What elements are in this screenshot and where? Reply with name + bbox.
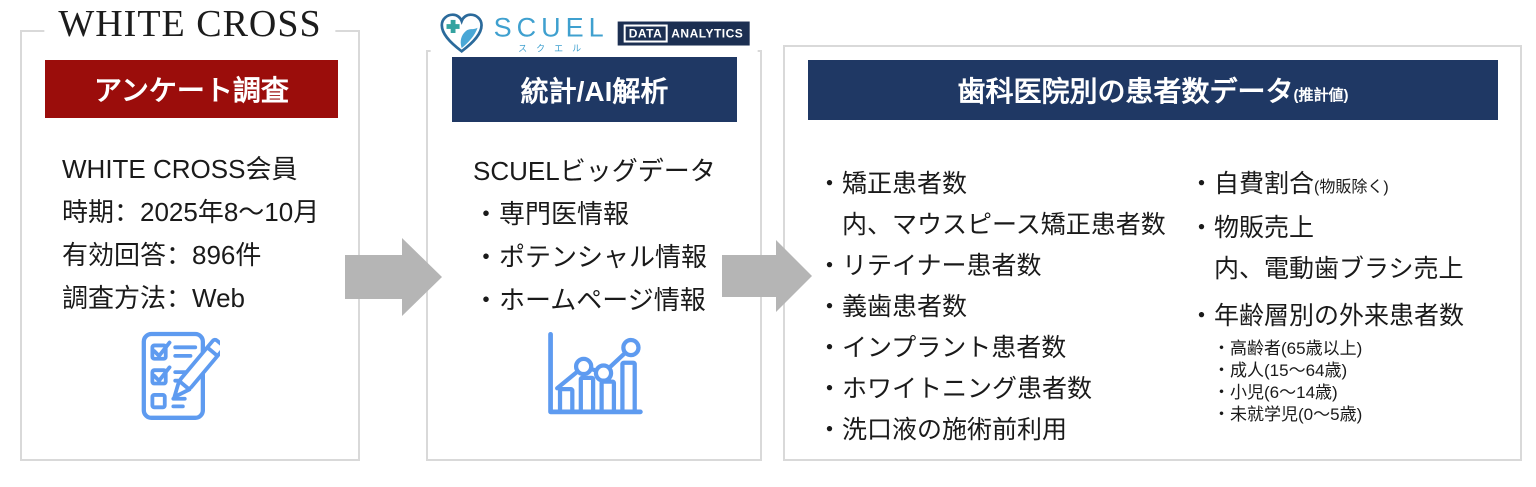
- age-group-item: ・高齢者(65歳以上): [1213, 339, 1363, 358]
- survey-detail-line: 調査方法：Web: [62, 283, 245, 313]
- patient-data-right-column: ・自費割合(物販除く) ・物販売上 内、電動歯ブラシ売上 ・年齢層別の外来患者数…: [1189, 164, 1464, 426]
- age-group-item: ・成人(15～64歳): [1213, 361, 1348, 380]
- survey-detail-line: WHITE CROSS会員: [62, 154, 298, 184]
- scuel-data-line: SCUELビッグデータ: [473, 156, 716, 186]
- survey-detail-line: 有効回答：896件: [62, 240, 262, 270]
- survey-details: WHITE CROSS会員 時期：2025年8～10月 有効回答：896件 調査…: [62, 148, 319, 320]
- survey-banner: アンケート調査: [45, 60, 338, 118]
- scuel-data-list: SCUELビッグデータ ・専門医情報 ・ポテンシャル情報 ・ホームページ情報: [473, 150, 716, 322]
- scuel-kana-text: スクエル: [518, 43, 591, 54]
- scuel-data-line: ・専門医情報: [473, 199, 630, 229]
- bar-line-chart-icon: [548, 331, 643, 415]
- patient-data-item: ・自費割合(物販除く): [1189, 164, 1464, 208]
- panel-patient-data: 歯科医院別の患者数データ (推計値) ・矯正患者数 内、マウスピース矯正患者数 …: [783, 45, 1522, 461]
- panel-title-white-cross: WHITE CROSS: [44, 2, 336, 46]
- panel-scuel: SCUEL スクエル DATA ANALYTICS 統計/AI解析 SCUELビ…: [426, 12, 762, 461]
- patient-data-item: ・洗口液の施術前利用: [817, 416, 1068, 444]
- data-analytics-badge: DATA ANALYTICS: [617, 21, 750, 46]
- scuel-heart-icon: [440, 13, 483, 53]
- patient-data-item: 内、電動歯ブラシ売上: [1189, 255, 1464, 283]
- scuel-logo: SCUEL スクエル DATA ANALYTICS: [430, 12, 758, 55]
- survey-checklist-icon: [141, 331, 220, 420]
- survey-detail-line: 時期：2025年8～10月: [62, 197, 320, 227]
- flow-arrow-1: [345, 238, 442, 316]
- patient-data-left-column: ・矯正患者数 内、マウスピース矯正患者数 ・リテイナー患者数 ・義歯患者数 ・イ…: [817, 164, 1166, 451]
- patient-data-item: ・リテイナー患者数: [817, 252, 1042, 280]
- patient-data-item: ・ホワイトニング患者数: [817, 375, 1093, 403]
- flow-arrow-2: [722, 240, 812, 312]
- patient-data-banner: 歯科医院別の患者数データ (推計値): [808, 60, 1498, 120]
- self-pay-label: ・自費割合: [1189, 170, 1315, 198]
- age-group-item: ・小児(6～14歳): [1213, 383, 1338, 402]
- patient-data-item: ・年齢層別の外来患者数: [1189, 302, 1465, 330]
- patient-data-item: ・矯正患者数: [817, 170, 968, 198]
- scuel-data-line: ・ホームページ情報: [473, 285, 706, 315]
- patient-data-item: ・義歯患者数: [817, 293, 968, 321]
- age-group-list: ・高齢者(65歳以上) ・成人(15～64歳) ・小児(6～14歳) ・未就学児…: [1213, 338, 1464, 426]
- age-group-item: ・未就学児(0～5歳): [1213, 405, 1363, 424]
- patient-data-item: ・物販売上: [1189, 214, 1315, 242]
- panel-white-cross: WHITE CROSS アンケート調査 WHITE CROSS会員 時期：202…: [20, 2, 360, 461]
- scuel-data-line: ・ポテンシャル情報: [473, 242, 708, 272]
- analysis-banner: 統計/AI解析: [452, 57, 737, 122]
- self-pay-note: (物販除く): [1314, 179, 1389, 196]
- badge-analytics-label: ANALYTICS: [671, 26, 744, 41]
- patient-data-item: ・インプラント患者数: [817, 334, 1067, 362]
- patient-data-banner-note: (推計値): [1293, 86, 1349, 104]
- patient-data-item: 内、マウスピース矯正患者数: [817, 211, 1166, 239]
- patient-data-banner-title: 歯科医院別の患者数データ: [957, 76, 1294, 107]
- badge-data-label: DATA: [623, 24, 668, 43]
- scuel-brand-text: SCUEL: [493, 12, 609, 43]
